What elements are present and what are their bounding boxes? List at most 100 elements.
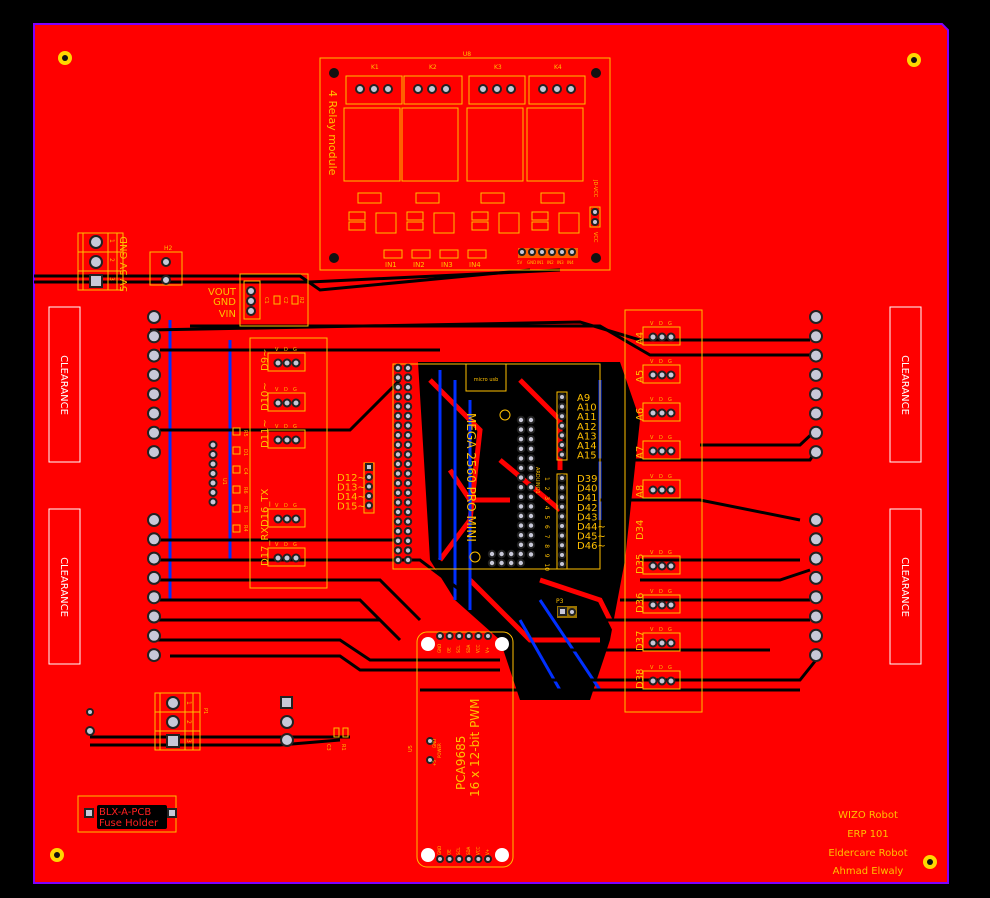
pca-pin (464, 632, 473, 640)
smd-ref: C4 (242, 468, 248, 475)
mounting-holes (50, 51, 937, 869)
arduino-pin (403, 546, 413, 555)
servo-connector (642, 594, 681, 614)
arduino-pin (526, 483, 536, 492)
usb-label: micro usb (474, 377, 499, 383)
arduino-pin (393, 373, 403, 382)
arduino-pin (487, 549, 497, 559)
arduino-pin (516, 435, 526, 444)
servo-label: A8 (635, 485, 646, 498)
servo-pin (666, 638, 676, 648)
arduino-pin (526, 531, 536, 540)
servo-connector (642, 364, 681, 384)
header-pin (809, 570, 823, 585)
arduino-pin (526, 550, 536, 559)
svg-text:U1: U1 (221, 478, 227, 485)
servo-pin (273, 514, 283, 524)
relay-terminal (528, 75, 586, 105)
pin-label: D39 (577, 474, 597, 485)
relay-pin (538, 84, 548, 94)
svg-text:1: 1 (185, 701, 192, 705)
arduino-pin (516, 492, 526, 501)
servo-pin (648, 600, 658, 610)
arduino-pin (516, 473, 526, 482)
servo-pin-label: V (650, 474, 654, 480)
jd-vcc-label: JD-VCC (592, 179, 598, 198)
pca-pin (436, 632, 444, 640)
servo-label: D16_TX (260, 488, 271, 527)
arduino-pin (516, 483, 526, 492)
header-pin (558, 421, 566, 430)
smd-pad (232, 446, 241, 455)
servo-pin-label: G (668, 665, 672, 671)
header-pin (809, 551, 823, 566)
svg-text:C3: C3 (325, 744, 331, 751)
header-pin (558, 560, 566, 568)
svg-text:GND: GND (213, 297, 236, 308)
servo-pin (273, 398, 283, 408)
servo-pin (657, 561, 667, 571)
arduino-pin (403, 440, 413, 449)
smd (471, 211, 489, 221)
pin-number: 5 (543, 515, 550, 519)
servo-label: D37 (635, 631, 646, 651)
pin-number: 7 (543, 535, 550, 539)
servo-connector (642, 555, 681, 575)
servo-pin (273, 435, 283, 445)
relay-title: 4 Relay module (326, 90, 339, 176)
pin-label: D44~ (577, 522, 606, 533)
servo-pin-label: D (659, 474, 663, 480)
pca-pin (445, 855, 454, 863)
side-headers (147, 310, 823, 663)
relay-ref: K1 (371, 64, 379, 71)
header-pin (147, 387, 161, 402)
servo-pin-label: V (650, 627, 654, 633)
arduino-pin (393, 402, 403, 411)
header-pin (558, 551, 566, 559)
arduino-pin (403, 421, 413, 430)
servo-pin-label: G (668, 550, 672, 556)
arduino-title: MEGA 2560 PRO MINI (464, 413, 478, 542)
header-pin (809, 367, 823, 382)
arduino-pin (516, 558, 525, 568)
arduino-pin (516, 502, 526, 511)
relay-pin (413, 84, 423, 94)
smd (406, 211, 424, 221)
servo-pin (657, 408, 667, 418)
header-pin (518, 248, 526, 256)
u1-pin (208, 497, 218, 507)
pin-label: D13~ (337, 483, 366, 494)
header-pin (809, 310, 823, 324)
arduino-pin (393, 517, 403, 526)
header-pin (809, 387, 823, 402)
servo-connector (267, 429, 306, 449)
servo-pin (666, 332, 676, 342)
header-pin (558, 474, 566, 482)
servo-pin (648, 485, 658, 495)
arduino-pin (487, 558, 497, 568)
servo-pin-label: G (668, 321, 672, 327)
servo-pin (648, 638, 658, 648)
servo-pin-label: V (275, 387, 279, 393)
relay-smd (480, 192, 505, 204)
pca-pin-label: GND (437, 846, 442, 855)
pin-label: D46~ (577, 541, 606, 552)
servo-label: D17_RX (260, 527, 271, 566)
arduino-pin (516, 454, 526, 463)
arduino-pin (516, 521, 526, 530)
smd (471, 221, 489, 231)
servo-pin (657, 676, 667, 686)
servo-pin (666, 370, 676, 380)
servo-pin-label: G (668, 589, 672, 595)
arduino-pin (403, 363, 413, 373)
arduino-pin (516, 540, 526, 549)
header-pin (809, 648, 823, 663)
servo-pin-label: V (275, 424, 279, 430)
pin-number: 10 (543, 563, 550, 571)
relay-body (466, 107, 524, 182)
servo-label: A6 (635, 408, 646, 421)
power-terminal: 1 2 3 5V 5V GND H2 (77, 232, 183, 292)
header-pin (147, 445, 161, 460)
